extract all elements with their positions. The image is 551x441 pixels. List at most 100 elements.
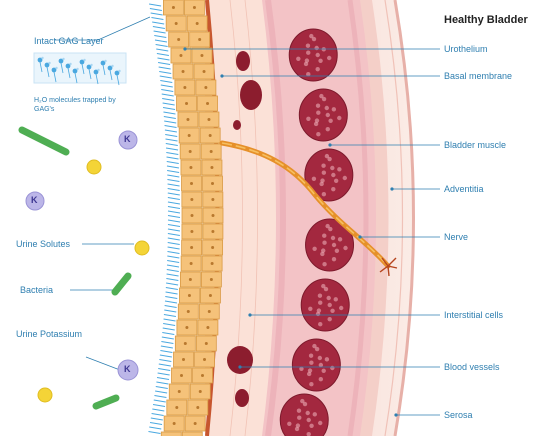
gag-strand	[154, 31, 166, 33]
muscle-fiber	[321, 163, 325, 167]
gag-strand	[156, 382, 168, 384]
muscle-fiber	[312, 177, 316, 181]
cell-nucleus	[185, 102, 188, 105]
gag-strand	[161, 90, 173, 92]
muscle-fiber	[308, 368, 312, 372]
gag-strand	[161, 342, 173, 344]
muscle-fiber	[327, 317, 331, 321]
muscle-fiber	[287, 422, 291, 426]
gag-strand	[149, 427, 161, 429]
muscle-fiber	[321, 248, 325, 252]
gag-strand	[166, 153, 178, 155]
label-urine-potassium: Urine Potassium	[16, 329, 82, 340]
gag-strand	[166, 288, 178, 290]
muscle-fiber	[309, 424, 313, 428]
muscle-fiber	[297, 416, 301, 420]
muscle-fiber	[332, 257, 336, 261]
label-basal-membrane: Basal membrane	[444, 71, 512, 82]
cell-nucleus	[180, 374, 183, 377]
muscle-fiber	[339, 306, 343, 310]
muscle-fiber	[316, 132, 320, 136]
muscle-fiber	[306, 411, 310, 415]
gag-strand	[156, 387, 168, 389]
cell-nucleus	[190, 262, 193, 265]
gag-strand	[168, 229, 180, 231]
gag-strand	[157, 54, 169, 56]
cell-nucleus	[182, 358, 185, 361]
cell-nucleus	[185, 326, 188, 329]
gag-strand	[167, 261, 179, 263]
muscle-fiber	[307, 418, 311, 422]
gag-strand	[154, 396, 166, 398]
cell-nucleus	[203, 358, 206, 361]
gag-strand	[168, 207, 180, 209]
cell-nucleus	[190, 246, 193, 249]
cell-nucleus	[190, 182, 193, 185]
gag-strand	[148, 432, 160, 434]
muscle-fiber	[331, 173, 335, 177]
label-blood-vessels: Blood vessels	[444, 362, 500, 373]
cell-nucleus	[205, 342, 208, 345]
muscle-fiber	[309, 382, 313, 386]
gag-strand	[168, 193, 180, 195]
gag-strand	[168, 234, 180, 236]
cell-nucleus	[209, 294, 212, 297]
muscle-fiber	[334, 179, 338, 183]
cell-nucleus	[188, 134, 191, 137]
cell-nucleus	[199, 390, 202, 393]
muscle-fiber	[312, 247, 316, 251]
gag-strand	[165, 297, 177, 299]
cell-nucleus	[189, 278, 192, 281]
gag-strand	[168, 247, 180, 249]
blood-vessel	[233, 120, 241, 130]
cell-nucleus	[175, 22, 178, 25]
cell-nucleus	[196, 406, 199, 409]
muscle-fiber	[322, 262, 326, 266]
muscle-fiber	[306, 117, 310, 121]
cell-nucleus	[211, 246, 214, 249]
muscle-fiber	[306, 51, 310, 55]
gag-strand	[166, 292, 178, 294]
muscle-fiber	[315, 118, 319, 122]
muscle-fiber	[327, 157, 331, 161]
gag-strand	[152, 414, 164, 416]
muscle-fiber	[309, 361, 313, 365]
gag-strand	[158, 369, 170, 371]
muscle-fiber	[303, 402, 307, 406]
gag-strand	[159, 364, 171, 366]
muscle-fiber	[320, 178, 324, 182]
cell-nucleus	[175, 406, 178, 409]
cell-nucleus	[200, 54, 203, 57]
muscle-fiber	[317, 308, 321, 312]
gag-strand	[162, 99, 174, 101]
muscle-fiber	[318, 356, 322, 360]
gag-strand	[167, 252, 179, 254]
gag-strand	[168, 216, 180, 218]
cell-nucleus	[179, 54, 182, 57]
gag-strand	[150, 9, 162, 11]
gag-strand	[168, 189, 180, 191]
muscle-fiber	[309, 353, 313, 357]
gag-strand	[151, 13, 163, 15]
label-h2o-trapped: H₂O molecules trapped by GAG's	[34, 96, 124, 114]
gag-strand	[152, 22, 164, 24]
gag-strand	[156, 45, 168, 47]
gag-strand	[166, 139, 178, 141]
gag-strand	[167, 166, 179, 168]
gag-strand	[163, 328, 175, 330]
gag-strand	[163, 112, 175, 114]
muscle-fiber	[343, 246, 347, 250]
cell-nucleus	[206, 102, 209, 105]
muscle-fiber	[319, 377, 323, 381]
cell-nucleus	[189, 150, 192, 153]
muscle-fiber	[328, 119, 332, 123]
cell-nucleus	[189, 166, 192, 169]
muscle-fiber	[332, 107, 336, 111]
cell-nucleus	[203, 70, 206, 73]
muscle-fiber	[318, 301, 322, 305]
gag-strand	[165, 130, 177, 132]
muscle-fiber	[296, 57, 300, 61]
cell-nucleus	[190, 230, 193, 233]
muscle-fiber	[318, 421, 322, 425]
